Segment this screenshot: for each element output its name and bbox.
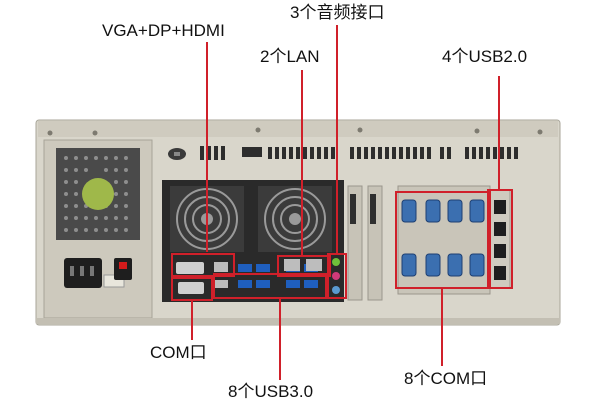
- io-ports: [176, 258, 340, 294]
- label-com-ports-multi: 8个COM口: [404, 369, 488, 388]
- label-com-port: COM口: [150, 343, 207, 362]
- com-port-grid: [401, 199, 485, 277]
- expansion-slots: [347, 185, 491, 301]
- label-video-ports: VGA+DP+HDMI: [102, 21, 225, 40]
- label-usb3-ports: 8个USB3.0: [228, 382, 314, 401]
- usb2-ports: [489, 189, 511, 289]
- power-switch-icon: [114, 258, 132, 280]
- chassis-bottom-edge: [36, 318, 560, 324]
- callouts: [171, 25, 513, 380]
- power-socket-icon: [64, 258, 102, 288]
- label-audio-ports: 3个音频接口: [290, 3, 385, 22]
- psu-grille: [56, 148, 140, 240]
- chassis-top-lip: [38, 121, 558, 137]
- psu-fan-hub: [82, 178, 114, 210]
- label-usb2-ports: 4个USB2.0: [442, 47, 528, 66]
- fan-icon: [258, 186, 332, 252]
- label-lan-ports: 2个LAN: [260, 47, 320, 66]
- lock-icon: [168, 148, 186, 160]
- vent-slots: [200, 146, 518, 160]
